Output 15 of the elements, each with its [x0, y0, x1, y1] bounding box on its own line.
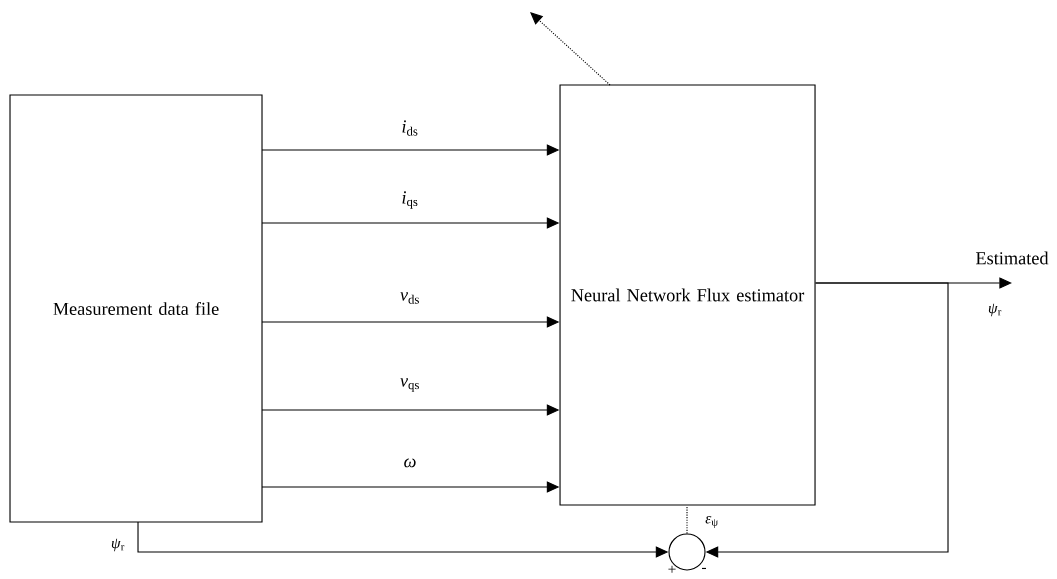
signal-label: ψ$_{r}$ — [111, 538, 125, 552]
sign-label: - — [702, 567, 706, 570]
edge-label: Estimated — [974, 250, 1050, 266]
edge-label: v$_{qs}$ — [398, 376, 422, 394]
process-box: Measurement data file — [9, 94, 263, 523]
summing-junction — [668, 533, 706, 571]
process-box: Neural Network Flux estimator — [559, 84, 816, 506]
edge-label: ω — [402, 457, 418, 469]
signal-label: ε$_{ψ}$ — [705, 516, 718, 528]
edge-label: i$_{ds}$ — [400, 118, 420, 138]
sign-label: + — [668, 565, 676, 573]
edge-label: v$_{ds}$ — [398, 290, 422, 306]
signal-label: ψ$_{r}$ — [988, 303, 1002, 317]
arrow — [530, 12, 611, 86]
edge-label: i$_{qs}$ — [400, 189, 420, 211]
